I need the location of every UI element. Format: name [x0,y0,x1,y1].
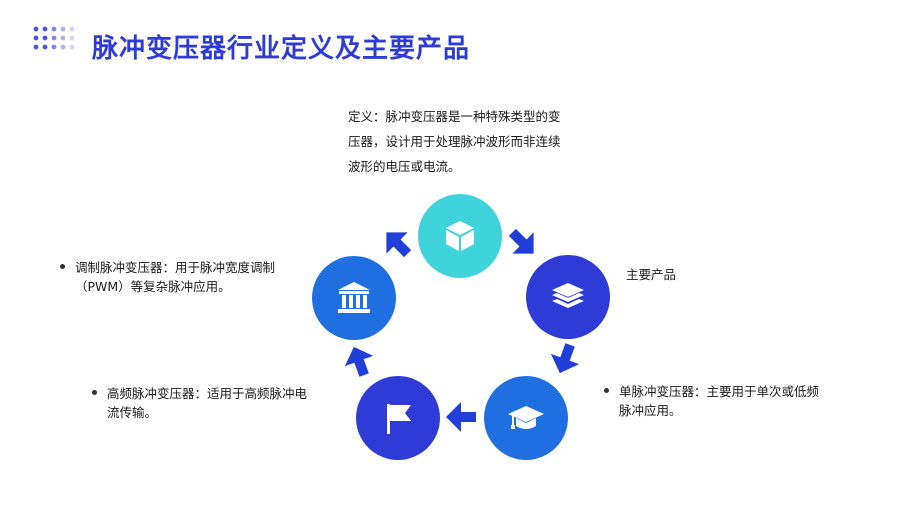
high-frequency-item: 高频脉冲变压器：适用于高频脉冲电 流传输。 [92,384,307,422]
cube-node [418,194,502,278]
definition-line: 波形的电压或电流。 [348,159,461,174]
dot-grid-decoration [33,26,75,50]
bank-node [312,256,396,340]
single-pulse-item: 单脉冲变压器：主要用于单次或低频 脉冲应用。 [604,382,819,420]
arrow-to-layers [508,228,534,254]
arrow-to-cube [386,232,412,258]
layers-icon [552,283,584,308]
bullet-dot [60,264,65,269]
page-title: 脉冲变压器行业定义及主要产品 [92,34,471,64]
single-pulse-line: 单脉冲变压器：主要用于单次或低频 [619,384,820,399]
cube-icon [446,221,474,251]
bullet-dot [604,388,609,393]
pwm-line: （PWM）等复杂脉冲应用。 [75,279,231,294]
single-pulse-line: 脉冲应用。 [619,403,682,418]
high-frequency-line: 流传输。 [107,405,158,420]
arrow-to-graduation [550,343,580,374]
bank-icon [338,282,370,313]
bullet-dot [92,390,97,395]
high-frequency-line: 高频脉冲变压器：适用于高频脉冲电 [107,386,308,401]
arrow-to-flag [446,402,476,432]
definition-line: 压器，设计用于处理脉冲波形而非连续 [348,134,561,149]
definition-text: 定义：脉冲变压器是一种特殊类型的变 压器，设计用于处理脉冲波形而非连续 波形的电… [348,104,561,179]
pwm-line: 调制脉冲变压器：用于脉冲宽度调制 [75,260,276,275]
pwm-item: 调制脉冲变压器：用于脉冲宽度调制 （PWM）等复杂脉冲应用。 [60,258,275,296]
flag-node [356,376,440,460]
definition-line: 定义：脉冲变压器是一种特殊类型的变 [348,109,561,124]
main-products-label: 主要产品 [626,267,677,282]
arrow-to-bank [344,346,374,377]
graduation-cap-icon [508,406,544,429]
graduation-node [484,376,568,460]
flag-icon [387,404,411,434]
layers-node [526,255,610,339]
